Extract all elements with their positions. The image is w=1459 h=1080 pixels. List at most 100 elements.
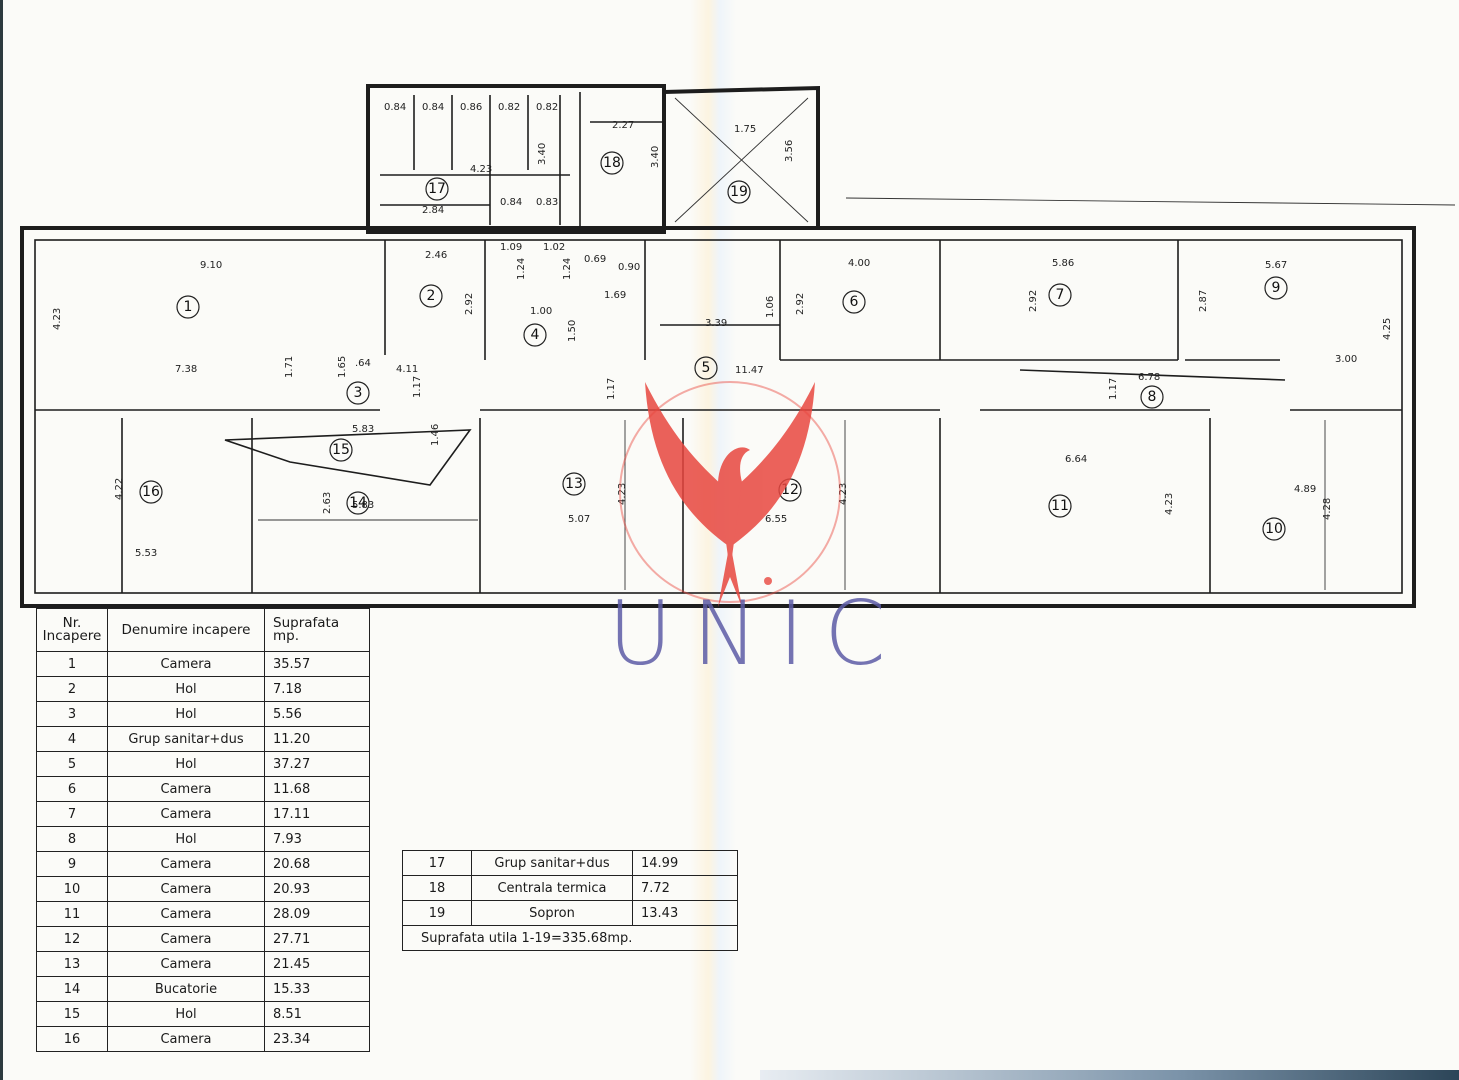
room-number-cell: 13: [36, 951, 108, 977]
room-area-cell: 21.45: [264, 951, 370, 977]
room-marker-2: 2: [419, 284, 443, 308]
room-number-cell: 16: [36, 1026, 108, 1052]
svg-text:11: 11: [1051, 498, 1069, 514]
dim-label: 1.69: [604, 290, 626, 301]
dim-label: 5.67: [1265, 260, 1287, 271]
room-number-cell: 18: [402, 875, 472, 901]
phoenix-logo: [619, 381, 841, 607]
dim-label: 4.23: [838, 483, 849, 505]
room-name-cell: Camera: [107, 1026, 265, 1052]
dim-label: 5.53: [135, 548, 157, 559]
dim-label: 1.02: [543, 242, 565, 253]
room-area-cell: 7.18: [264, 676, 370, 702]
room-name-cell: Camera: [107, 951, 265, 977]
dim-label: 2.92: [464, 293, 475, 315]
dim-label: 1.24: [562, 258, 573, 280]
dim-label: 3.56: [784, 140, 795, 162]
room-number-cell: 1: [36, 651, 108, 677]
room-name-cell: Centrala termica: [471, 875, 633, 901]
room-area-cell: 7.72: [632, 875, 738, 901]
table-header-row: Nr. Incapere Denumire incapere Suprafata…: [36, 608, 370, 652]
dim-label: 4.22: [114, 478, 125, 500]
room-name-cell: Grup sanitar+dus: [107, 726, 265, 752]
room-marker-1: 1: [176, 295, 200, 319]
room-marker-10: 10: [1262, 517, 1286, 541]
room-number-cell: 2: [36, 676, 108, 702]
dim-label: 3.00: [1335, 354, 1357, 365]
rooms-table-main: Nr. Incapere Denumire incapere Suprafata…: [36, 608, 370, 1052]
svg-text:5: 5: [702, 360, 711, 376]
dim-label: 2.63: [322, 492, 333, 514]
dim-label: 4.11: [396, 364, 418, 375]
right-wing: [730, 382, 815, 547]
svg-text:8: 8: [1148, 389, 1157, 405]
sopron-cross-2: [674, 97, 809, 223]
dim-label: 6.78: [1138, 372, 1160, 383]
svg-text:18: 18: [603, 155, 621, 171]
svg-text:17: 17: [428, 181, 446, 197]
summary-row: Suprafata utila 1-19=335.68mp.: [402, 925, 738, 951]
room-number-cell: 6: [36, 776, 108, 802]
watermark-text: UNIC: [608, 582, 906, 685]
dim-label: 0.69: [584, 254, 606, 265]
svg-text:7: 7: [1056, 287, 1065, 303]
dim-label: 1.09: [500, 242, 522, 253]
dim-label: 0.84: [384, 102, 406, 113]
dim-label: 1.71: [284, 356, 295, 378]
room-marker-4: 4: [523, 323, 547, 347]
svg-text:15: 15: [332, 442, 350, 458]
room-number-cell: 8: [36, 826, 108, 852]
room-marker-11: 11: [1048, 494, 1072, 518]
room-name-cell: Camera: [107, 901, 265, 927]
dim-label: 4.89: [1294, 484, 1316, 495]
phoenix-tail: [718, 542, 742, 607]
dim-label: 6.64: [1065, 454, 1087, 465]
logo-ring: [619, 381, 841, 603]
room-marker-17: 17: [425, 177, 449, 201]
dim-label: 1.46: [430, 424, 441, 446]
room-number-cell: 17: [402, 850, 472, 876]
total-area-summary: Suprafata utila 1-19=335.68mp.: [402, 925, 738, 951]
dim-label: 2.92: [1028, 290, 1039, 312]
room-area-cell: 14.99: [632, 850, 738, 876]
room-marker-14: 14: [346, 491, 370, 515]
room-name-cell: Grup sanitar+dus: [471, 850, 633, 876]
dim-label: 2.92: [795, 293, 806, 315]
room-area-cell: 23.34: [264, 1026, 370, 1052]
room-number-cell: 11: [36, 901, 108, 927]
dim-label: 3.39: [705, 318, 727, 329]
dim-label: 5.83: [352, 500, 374, 511]
room-number-cell: 7: [36, 801, 108, 827]
room-marker-19: 19: [727, 180, 751, 204]
svg-text:19: 19: [730, 184, 748, 200]
dim-label: 4.25: [1382, 318, 1393, 340]
dim-label: 4.00: [848, 258, 870, 269]
fence-line: [845, 197, 1456, 206]
room-area-cell: 11.20: [264, 726, 370, 752]
room-name-cell: Hol: [107, 751, 265, 777]
dim-label: 0.82: [498, 102, 520, 113]
room-number-cell: 15: [36, 1001, 108, 1027]
dim-label: 3.40: [650, 146, 661, 168]
room-area-cell: 37.27: [264, 751, 370, 777]
room-area-cell: 35.57: [264, 651, 370, 677]
dim-label: 7.38: [175, 364, 197, 375]
header-nr: Nr. Incapere: [36, 608, 108, 652]
logo-dot: [764, 577, 772, 585]
room-marker-5: 5: [694, 356, 718, 380]
room-area-cell: 20.93: [264, 876, 370, 902]
room-marker-8: 8: [1140, 385, 1164, 409]
sopron-wall: [662, 85, 820, 230]
room-marker-7: 7: [1048, 283, 1072, 307]
room-number-cell: 9: [36, 851, 108, 877]
room-name-cell: Camera: [107, 851, 265, 877]
